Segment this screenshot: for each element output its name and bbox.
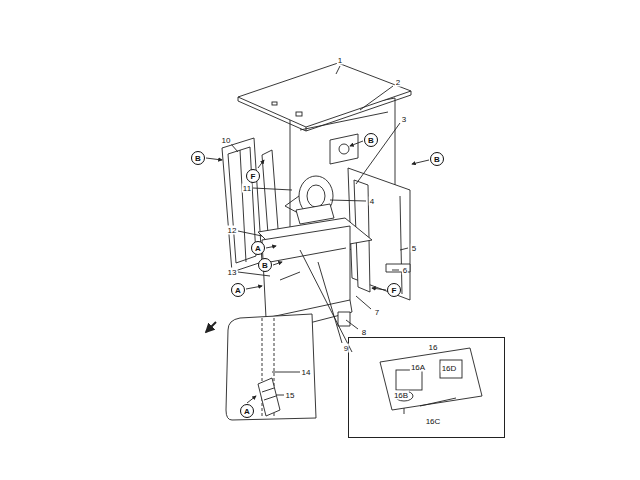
callout-number: 16A [410,363,426,372]
reference-circle: B [258,258,272,272]
callout-number: 16B [393,391,409,400]
callout-number: 11 [242,184,252,193]
callout-number: 10 [221,136,232,145]
callout-number: 8 [361,328,367,337]
reference-letter: A [235,286,241,295]
reference-letter: B [434,155,440,164]
callout-number: 16C [425,417,442,426]
callout-number: 15 [285,391,296,400]
reference-circle: B [364,133,378,147]
reference-letter: F [392,286,397,295]
callout-number: 12 [227,226,238,235]
callout-number: 14 [301,368,312,377]
callout-number: 4 [369,197,375,206]
reference-circle: F [387,283,401,297]
reference-circle: A [251,241,265,255]
callout-number: 16D [441,364,458,373]
reference-letter: B [195,154,201,163]
callout-number: 2 [395,78,401,87]
callout-number: 6 [402,266,408,275]
reference-circle: A [240,404,254,418]
reference-letter: A [244,407,250,416]
callout-number: 1 [337,56,343,65]
callout-number: 16 [428,343,439,352]
callout-number: 9 [343,344,349,353]
reference-circle: A [231,283,245,297]
callout-number: 3 [401,115,407,124]
reference-circle: F [246,169,260,183]
reference-circle: B [191,151,205,165]
reference-circle: B [430,152,444,166]
reference-letter: F [251,172,256,181]
reference-letter: A [255,244,261,253]
callout-number: 13 [227,268,238,277]
reference-letter: B [262,261,268,270]
detail-inset: 16 16A 16D 16B 16C [348,337,505,438]
callout-number: 5 [411,244,417,253]
reference-letter: B [368,136,374,145]
callout-number: 7 [374,308,380,317]
